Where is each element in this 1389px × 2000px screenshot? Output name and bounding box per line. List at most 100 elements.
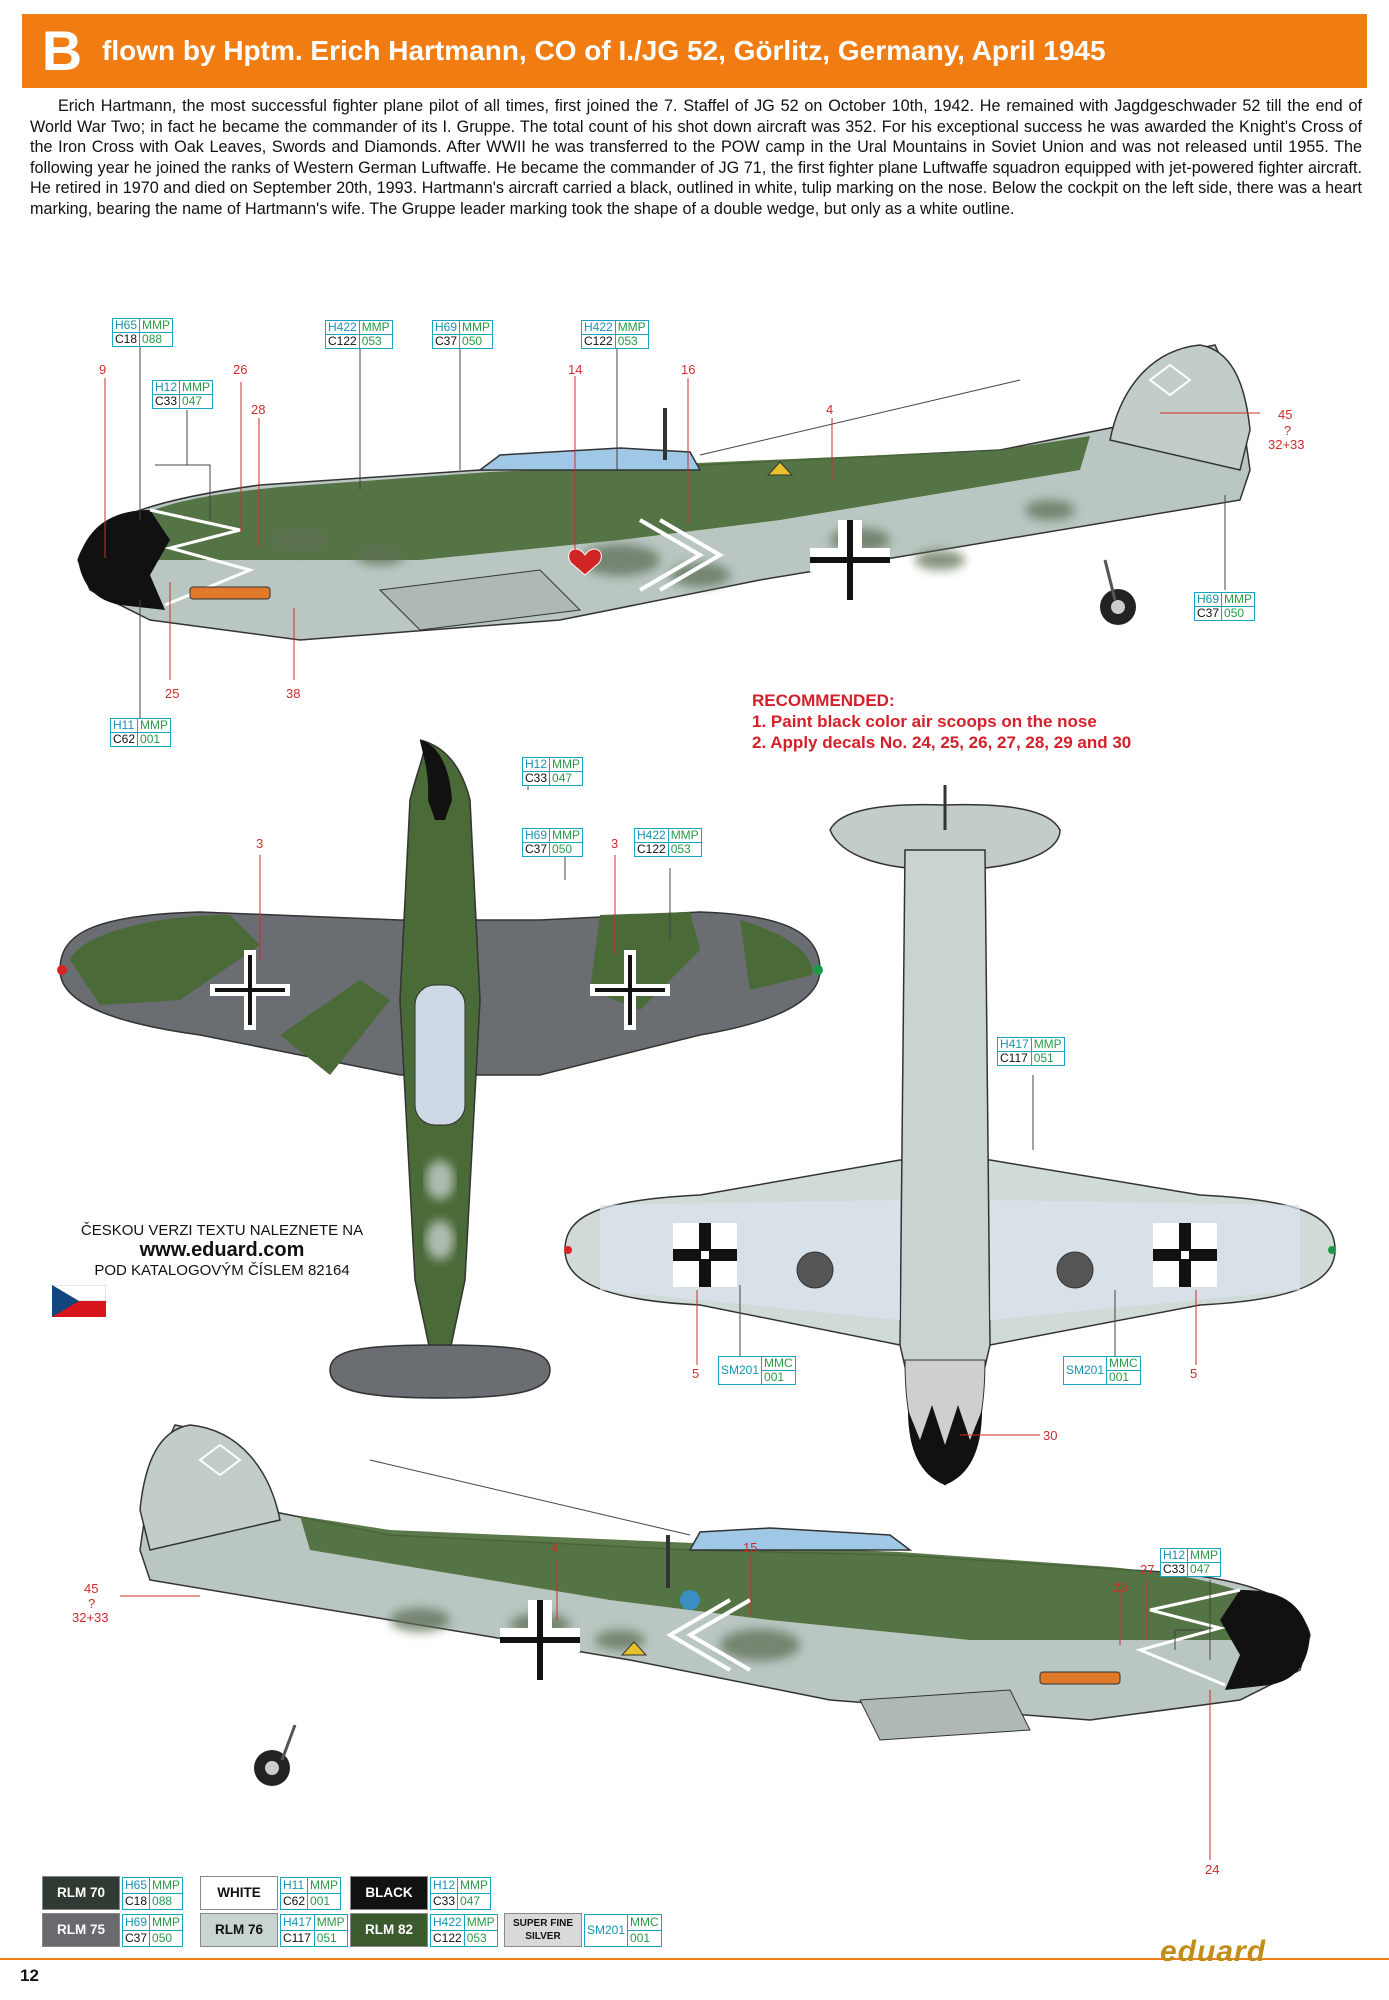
code-h: H11	[111, 719, 139, 733]
code-cm: 047	[552, 771, 573, 785]
code-c: C122	[326, 335, 360, 348]
page-number: 12	[20, 1966, 39, 1985]
legend-code: H417	[281, 1914, 315, 1931]
code-h: SM201	[1064, 1357, 1108, 1384]
code-h: H65	[113, 319, 141, 333]
code-c: C122	[582, 335, 616, 348]
callout-24: 24	[1205, 1862, 1220, 1877]
callout-32-33: 32+33	[1268, 437, 1305, 452]
callout-question: ?	[1284, 423, 1292, 438]
legend-code: C62	[281, 1893, 309, 1909]
code-cm: 088	[142, 332, 163, 346]
code-h: H422	[326, 321, 360, 335]
website-link[interactable]: www.eduard.com	[139, 1239, 305, 1261]
code-h: H12	[153, 381, 181, 395]
code-h: H417	[998, 1038, 1032, 1052]
legend-code: 088	[152, 1893, 173, 1908]
code-cm: 053	[617, 334, 638, 348]
callout-4: 4	[551, 1540, 559, 1555]
code-m: MMP	[550, 757, 583, 772]
code-c: C33	[1161, 1563, 1189, 1576]
callout-15: 15	[743, 1540, 758, 1555]
callout-14: 14	[568, 362, 583, 377]
callout-16: 16	[681, 362, 696, 377]
code-c: C37	[433, 335, 461, 348]
legend-code: H12	[431, 1877, 459, 1894]
callout-4: 4	[826, 402, 834, 417]
code-m: MMP	[460, 320, 493, 335]
recommended-title: RECOMMENDED:	[752, 691, 895, 710]
code-h: H69	[433, 321, 461, 335]
legend-code: MMP	[150, 1914, 183, 1931]
scheme-letter: B	[41, 19, 83, 82]
code-cm: 047	[1190, 1562, 1211, 1576]
code-cm: 050	[1224, 606, 1245, 620]
legend-code: 001	[630, 1930, 651, 1945]
code-m: MMC	[762, 1356, 795, 1371]
code-cm: 050	[552, 842, 573, 856]
code-m: MMP	[180, 380, 213, 395]
eduard-logo: eduard	[1160, 1935, 1267, 1968]
code-c: C62	[111, 733, 139, 746]
code-h: H422	[582, 321, 616, 335]
code-c: C18	[113, 333, 141, 346]
code-m: MMP	[668, 828, 701, 843]
recommended-item-1: 1. Paint black color air scoops on the n…	[752, 712, 1097, 731]
legend-code: H422	[431, 1914, 465, 1931]
callout-38: 38	[286, 686, 301, 701]
code-c: C122	[635, 843, 669, 856]
callout-26: 26	[233, 362, 248, 377]
code-m: MMP	[1222, 592, 1255, 607]
code-cm: 001	[764, 1370, 785, 1384]
callout-5: 5	[1190, 1366, 1198, 1381]
legend-code: 001	[310, 1893, 331, 1908]
callout-45: 45	[1278, 407, 1293, 422]
legend-code: MMP	[308, 1877, 341, 1894]
recommended-item-2: 2. Apply decals No. 24, 25, 26, 27, 28, …	[752, 733, 1132, 752]
code-m: MMP	[550, 828, 583, 843]
legend-code: 053	[466, 1930, 487, 1945]
callout-32-33: 32+33	[72, 1610, 109, 1625]
callout-3: 3	[256, 836, 264, 851]
code-m: MMP	[140, 318, 173, 333]
code-m: MMP	[138, 718, 171, 733]
code-h: H12	[523, 758, 551, 772]
czech-flag-icon	[52, 1285, 106, 1317]
code-c: C37	[1195, 607, 1223, 620]
legend-swatch: BLACK	[350, 1876, 428, 1910]
code-c: C117	[998, 1052, 1032, 1065]
code-h: H12	[1161, 1549, 1189, 1563]
callout-45: 45	[84, 1581, 99, 1596]
legend-code: C37	[123, 1930, 151, 1946]
header-bar: B flown by Hptm. Erich Hartmann, CO of I…	[22, 14, 1367, 88]
legend-code: MMP	[458, 1877, 491, 1894]
czech-line-1: ČESKOU VERZI TEXTU NALEZNETE NA	[80, 1222, 364, 1239]
callout-question: ?	[88, 1596, 96, 1611]
top-view	[57, 739, 823, 1399]
code-c: C33	[153, 395, 181, 408]
right-side-profile	[139, 1424, 1311, 1786]
code-m: MMP	[359, 320, 392, 335]
code-cm: 051	[1033, 1051, 1054, 1065]
legend-swatch: RLM 70	[42, 1876, 120, 1910]
code-cm: 001	[1109, 1370, 1130, 1384]
callout-30: 30	[1043, 1428, 1058, 1443]
czech-line-3: POD KATALOGOVÝM ČÍSLEM 82164	[94, 1262, 350, 1279]
legend-code: C117	[281, 1930, 315, 1946]
